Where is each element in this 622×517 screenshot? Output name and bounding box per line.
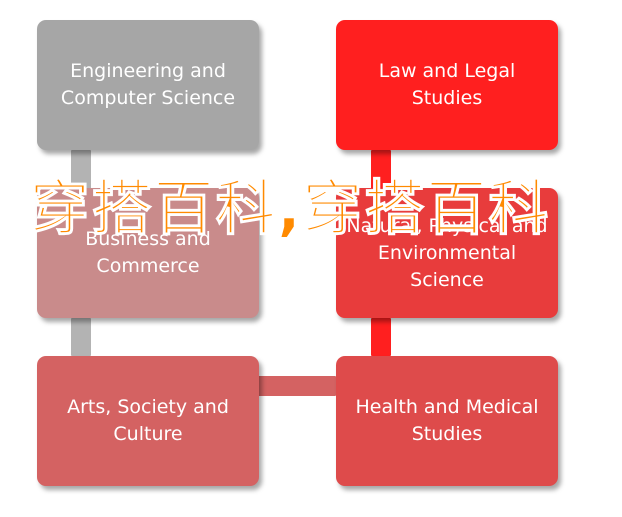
connector-business-arts <box>71 318 91 356</box>
connector-law-natural <box>371 150 391 190</box>
box-law-legal-studies: Law and Legal Studies <box>336 20 558 150</box>
connector-engineering-business <box>71 150 91 190</box>
box-natural-physical-environmental-science: Natural, Physical and Environmental Scie… <box>336 188 558 318</box>
box-health-medical-studies: Health and Medical Studies <box>336 356 558 486</box>
connector-arts-health <box>258 376 336 396</box>
box-label: Health and Medical Studies <box>355 396 539 445</box>
box-label: Business and Commerce <box>85 228 211 277</box>
connector-natural-health <box>371 318 391 356</box>
box-label: Engineering and Computer Science <box>60 60 236 109</box>
box-arts-society-culture: Arts, Society and Culture <box>37 356 259 486</box>
box-label: Law and Legal Studies <box>378 60 516 109</box>
box-engineering-computer-science: Engineering and Computer Science <box>37 20 259 150</box>
box-label: Natural, Physical and Environmental Scie… <box>346 214 548 291</box>
box-label: Arts, Society and Culture <box>67 396 229 445</box>
box-business-commerce: Business and Commerce <box>37 188 259 318</box>
